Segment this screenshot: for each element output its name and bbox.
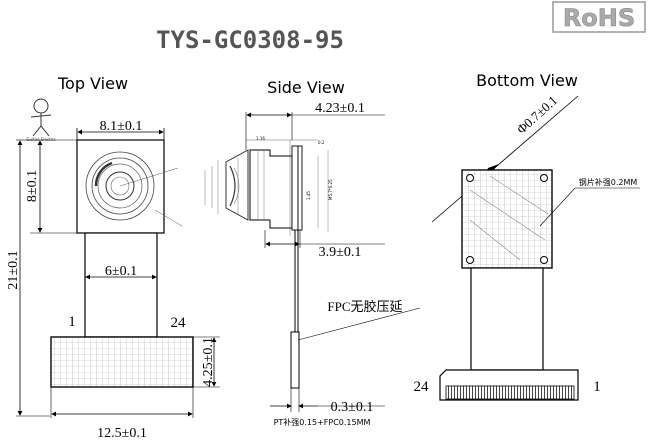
bottom-diameter-dim: Φ0.7±0.1 <box>514 93 561 137</box>
side-thick-dim: 0.3±0.1 <box>331 400 374 415</box>
side-view-label: Side View <box>267 78 345 97</box>
drawing-title: TYS-GC0308-95 <box>156 26 344 54</box>
company-logo: Guitao Electric <box>26 98 56 142</box>
side-view: 4.23±0.1 1.16 0.2 M5.7*0.25 1.45 3.9±0.1 <box>204 101 421 427</box>
top-pin-24: 24 <box>171 315 187 331</box>
side-mid-dim: 3.9±0.1 <box>319 245 362 260</box>
bottom-stiff-note: 钢片补强0.2MM <box>579 177 638 187</box>
top-conn-height-dim: 4.25±0.1 <box>201 337 216 387</box>
side-fpc-note: FPC无胶压延 <box>327 299 402 314</box>
top-view: 8.1±0.1 8±0.1 21±0.1 6±0.1 1 24 <box>6 119 220 441</box>
side-top-dim: 4.23±0.1 <box>315 101 365 116</box>
top-view-label: Top View <box>57 74 128 93</box>
logo-text: Guitao Electric <box>26 137 55 142</box>
side-stiff-note: PT补强0.15+FPC0.15MM <box>274 417 371 427</box>
side-small-1: 1.16 <box>256 136 265 141</box>
side-small-2: 0.2 <box>318 140 325 145</box>
top-width-dim: 8.1±0.1 <box>100 119 143 134</box>
top-pin-1: 1 <box>68 314 76 330</box>
top-conn-width-dim: 12.5±0.1 <box>97 426 147 441</box>
bottom-view: Φ0.7±0.1 钢片补强0.2MM 24 1 <box>414 93 640 401</box>
bottom-view-label: Bottom View <box>476 71 578 90</box>
top-height-dim: 8±0.1 <box>25 170 40 202</box>
top-total-dim: 21±0.1 <box>6 250 21 289</box>
bottom-pin-1: 1 <box>593 379 601 395</box>
side-small-4: 1.45 <box>306 191 311 200</box>
top-fpc-dim: 6±0.1 <box>105 264 137 279</box>
rohs-badge: RoHS <box>552 1 646 33</box>
side-small-3: M5.7*0.25 <box>328 179 333 200</box>
bottom-pin-24: 24 <box>414 379 430 395</box>
rohs-label: RoHS <box>563 4 635 32</box>
